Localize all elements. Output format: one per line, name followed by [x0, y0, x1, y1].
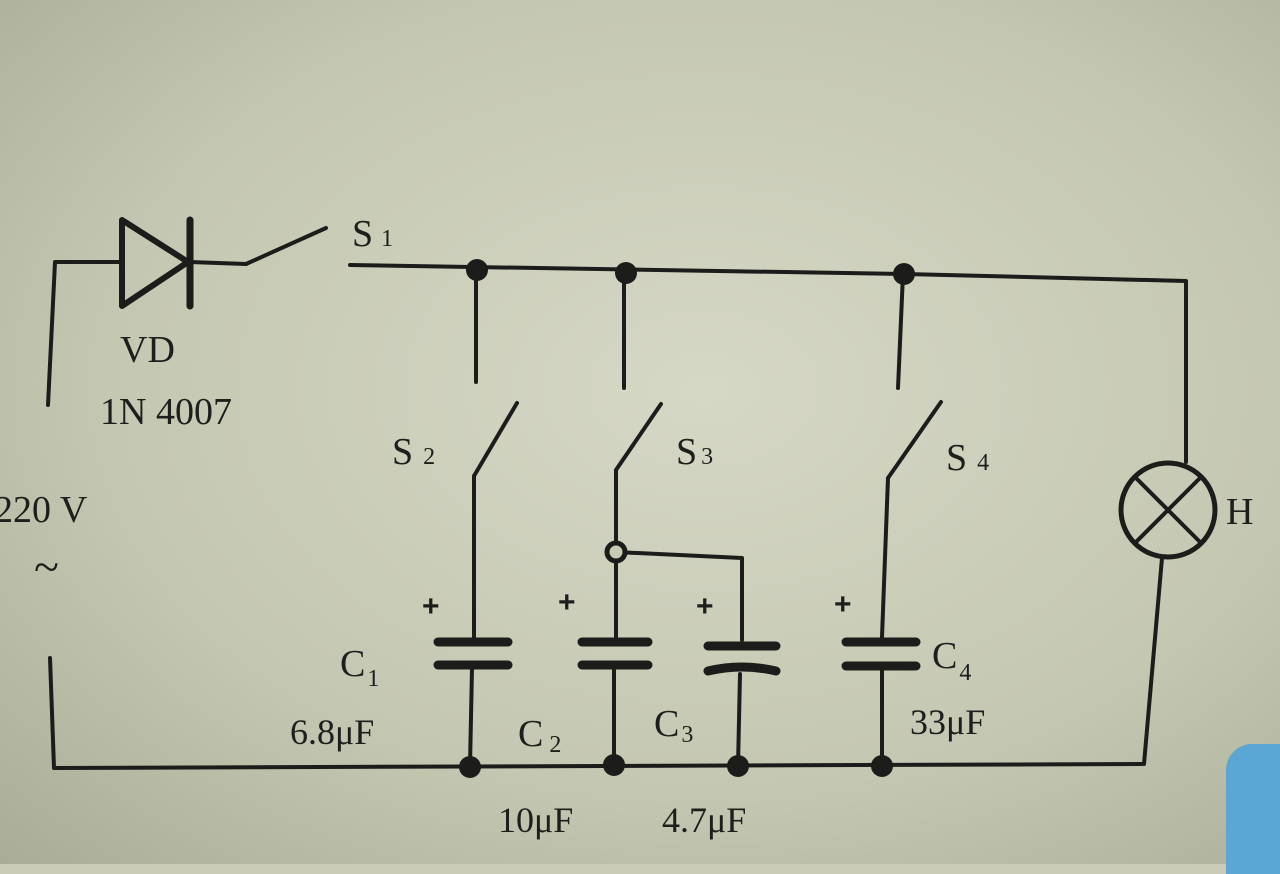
capacitor-c1-symbol: [433, 637, 513, 670]
polarity-plus-c4: +: [834, 588, 852, 621]
lamp-lower-wire: [1142, 556, 1164, 766]
blue-object-corner: [1226, 744, 1280, 874]
junction-dot: [893, 263, 915, 285]
junction-dot: [466, 259, 488, 281]
capacitor-c4-symbol: [841, 637, 921, 671]
switch-s3-lever: [614, 402, 663, 472]
capacitor-c3-value: 4.7μF: [662, 800, 746, 840]
source-bottom-wire: [48, 656, 1144, 770]
branch-4-wire: [880, 476, 890, 639]
junction-dot: [727, 755, 749, 777]
capacitor-c1-label: C1: [340, 643, 379, 692]
branch-3-lower-wire: [736, 672, 742, 768]
lamp-label: H: [1226, 491, 1253, 533]
capacitor-c3-symbol: [703, 641, 781, 676]
junction-dot: [871, 755, 893, 777]
drop-wire-3: [896, 272, 905, 390]
capacitor-c2-symbol: [577, 637, 653, 670]
switch-s4-lever: [886, 400, 943, 480]
voltage-label: 220 V: [0, 489, 88, 531]
junction-dot: [615, 262, 637, 284]
branch-1-lower-wire: [468, 666, 474, 768]
capacitor-c1-value: 6.8μF: [290, 712, 374, 752]
capacitor-c4-label: C4: [932, 635, 971, 686]
polarity-plus-c2: +: [558, 586, 576, 619]
capacitor-c4-value: 33μF: [910, 702, 985, 742]
capacitor-c2-value: 10μF: [498, 800, 573, 840]
diode-part-label: 1N 4007: [100, 391, 232, 433]
diode-ref-label: VD: [120, 329, 175, 371]
diode-symbol: [119, 216, 248, 310]
lamp-h-symbol: [1118, 460, 1218, 560]
junction-dot: [604, 540, 628, 564]
polarity-plus-c1: +: [422, 590, 440, 623]
capacitor-c3-label: C3: [654, 703, 693, 748]
source-top-wire: [46, 260, 124, 407]
switch-s1: [244, 226, 328, 266]
branch-3-wire: [614, 550, 744, 642]
ac-symbol-label: ~: [34, 541, 59, 592]
polarity-plus-c3: +: [696, 590, 714, 623]
junction-dot: [459, 756, 481, 778]
junction-dot: [603, 754, 625, 776]
switch-s2-lever: [472, 401, 519, 478]
